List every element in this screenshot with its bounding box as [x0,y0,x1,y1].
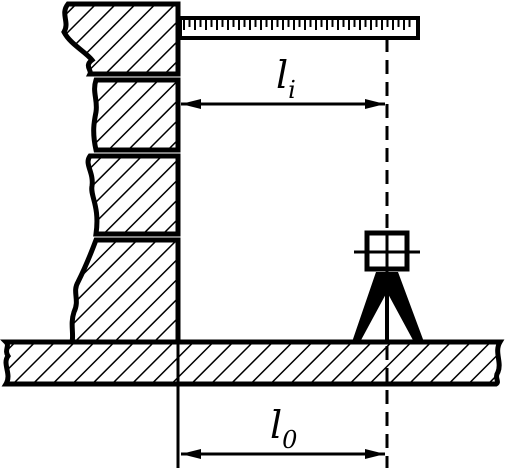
floor-slab [0,339,505,387]
tripod-icon [352,272,424,342]
wall [61,1,181,345]
leveling-instrument-icon [352,230,424,342]
wall-block-2 [91,77,181,153]
upper-dimension-label: li [276,53,296,104]
wall-block-1 [61,1,181,77]
ruler [178,16,420,40]
ruler-ticks [183,20,411,30]
wall-block-4 [68,237,181,345]
lower-dimension-label: l0 [270,403,297,454]
wall-block-3 [85,153,181,237]
